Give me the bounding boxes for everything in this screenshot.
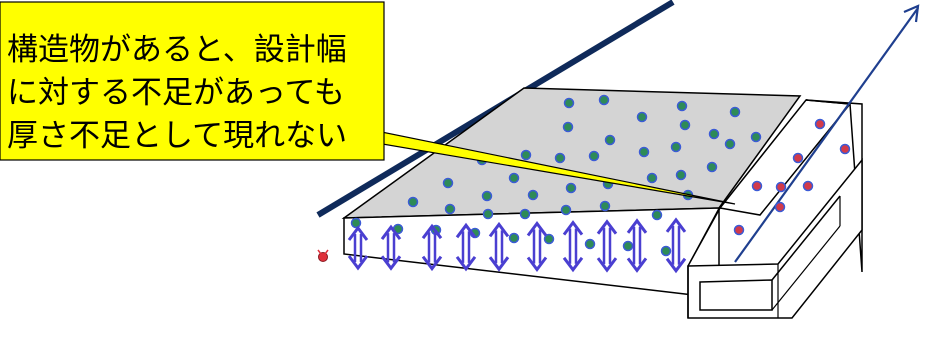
measurement-point [676,100,688,112]
measurement-point [708,128,720,140]
measurement-point [675,169,687,181]
measurement-point [350,217,362,229]
measurement-point [554,152,566,164]
measurement-point [724,138,736,150]
double-arrow-icon [665,217,687,274]
measurement-point [588,150,600,162]
measurement-point [520,149,532,161]
double-arrow-icon [596,219,618,273]
double-arrow-icon [421,223,443,272]
thickness-arrows [347,217,687,274]
structure-point [751,180,763,192]
measurement-point [482,208,494,220]
callout-line-2: に対する不足があっても [7,75,345,111]
callout-line-3: 厚さ不足として現れない [7,118,347,154]
structure-point [775,181,787,193]
double-arrow-icon [455,222,477,272]
measurement-point [442,177,454,189]
measurement-point [599,200,611,212]
measurement-point [407,196,419,208]
measurement-point [660,245,672,257]
measurement-point [560,204,572,216]
structure-point [814,118,826,130]
callout-line-1: 構造物があると、設計幅 [7,32,347,68]
measurement-point [646,172,658,184]
measurement-point [604,134,616,146]
double-arrow-icon [562,220,584,273]
callout: 構造物があると、設計幅 に対する不足があっても 厚さ不足として現れない [0,1,736,205]
measurement-point [565,182,577,194]
measurement-point [508,172,520,184]
double-arrow-icon [347,225,369,271]
measurement-point [638,146,650,158]
structure-measurement-points [733,118,851,236]
measurement-point [636,111,648,123]
structure-point [792,152,804,164]
measurement-point [543,233,555,245]
callout-box [0,1,385,161]
measurement-line-right [734,4,920,263]
double-arrow-icon [380,224,402,271]
measurement-point [729,106,741,118]
measurement-point [444,203,456,215]
measurement-point [622,240,634,252]
measurement-point [519,208,531,220]
concrete-structure [687,99,863,319]
structure-point [733,224,745,236]
measurement-point [750,131,762,143]
measurement-point [679,119,691,131]
measurement-point [670,141,682,153]
measurement-point [563,97,575,109]
measurement-point [562,121,574,133]
measurement-point [481,190,493,202]
double-arrow-icon [626,218,648,273]
measurement-point [584,238,596,250]
structure-point [839,143,851,155]
double-arrow-icon [526,221,548,272]
measurement-point [598,94,610,106]
measurement-point [508,232,520,244]
structure-point [774,201,786,213]
structure-point [802,180,814,192]
double-arrow-icon [488,221,510,272]
measurement-point [527,189,539,201]
measurement-point [651,209,663,221]
measurement-point [706,161,718,173]
sensor-icon [317,249,329,262]
